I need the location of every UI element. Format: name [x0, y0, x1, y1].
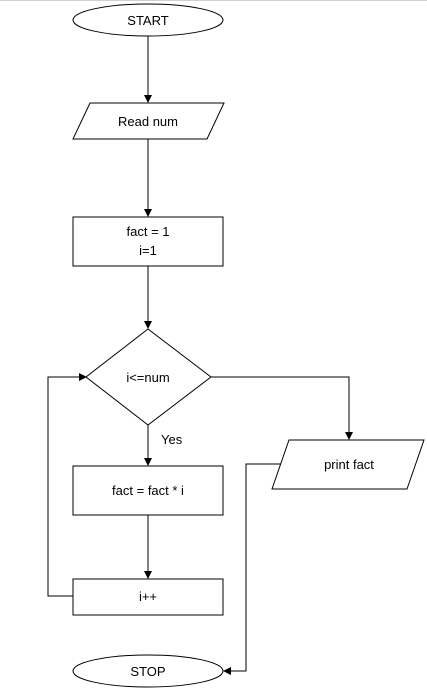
node-start-label: START	[127, 13, 168, 28]
node-decision: i<=num	[85, 328, 212, 426]
node-stop: STOP	[72, 654, 224, 688]
node-stop-label: STOP	[130, 664, 165, 679]
edge-decision-to-print	[211, 376, 353, 440]
node-init-line2: i=1	[139, 243, 157, 258]
node-start: START	[72, 3, 224, 37]
node-increment-label: i++	[139, 589, 157, 604]
node-init: fact = 1 i=1	[72, 216, 224, 267]
node-read: Read num	[72, 102, 225, 140]
edge-yes-label: Yes	[161, 432, 183, 447]
node-print: print fact	[271, 439, 425, 490]
node-increment: i++	[72, 578, 224, 616]
node-multiply-label: fact = fact * i	[112, 483, 184, 498]
node-print-label: print fact	[324, 457, 374, 472]
edge-print-to-stop	[223, 463, 289, 675]
node-init-line1: fact = 1	[127, 224, 170, 239]
node-multiply: fact = fact * i	[72, 465, 224, 516]
edge-loop-back	[47, 373, 87, 597]
node-decision-label: i<=num	[126, 370, 169, 385]
node-read-label: Read num	[118, 114, 178, 129]
